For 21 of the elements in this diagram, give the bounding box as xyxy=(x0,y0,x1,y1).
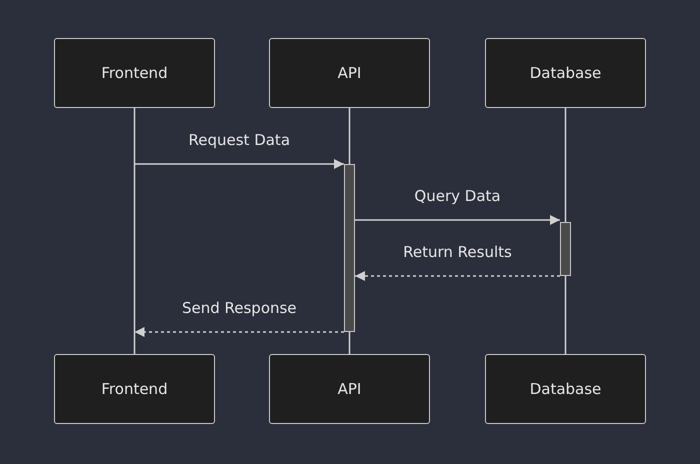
message-label: Query Data xyxy=(414,187,501,205)
dashed-arrow xyxy=(355,271,560,281)
participant-box: Frontend xyxy=(54,354,215,424)
participant-box: API xyxy=(269,38,430,108)
participant-box: Database xyxy=(485,354,646,424)
message-label: Return Results xyxy=(403,243,512,261)
message-label: Request Data xyxy=(188,131,290,149)
message-label: Send Response xyxy=(182,299,297,317)
participant-box: API xyxy=(269,354,430,424)
participant-box: Frontend xyxy=(54,38,215,108)
lifeline xyxy=(348,332,350,354)
arrow xyxy=(134,159,344,169)
activation-bar xyxy=(344,164,355,332)
lifeline xyxy=(134,108,136,354)
lifeline xyxy=(564,108,566,222)
lifeline xyxy=(348,108,350,164)
dashed-arrow xyxy=(134,327,344,337)
lifeline xyxy=(564,276,566,354)
participant-box: Database xyxy=(485,38,646,108)
activation-bar xyxy=(560,222,571,276)
arrow xyxy=(355,215,560,225)
